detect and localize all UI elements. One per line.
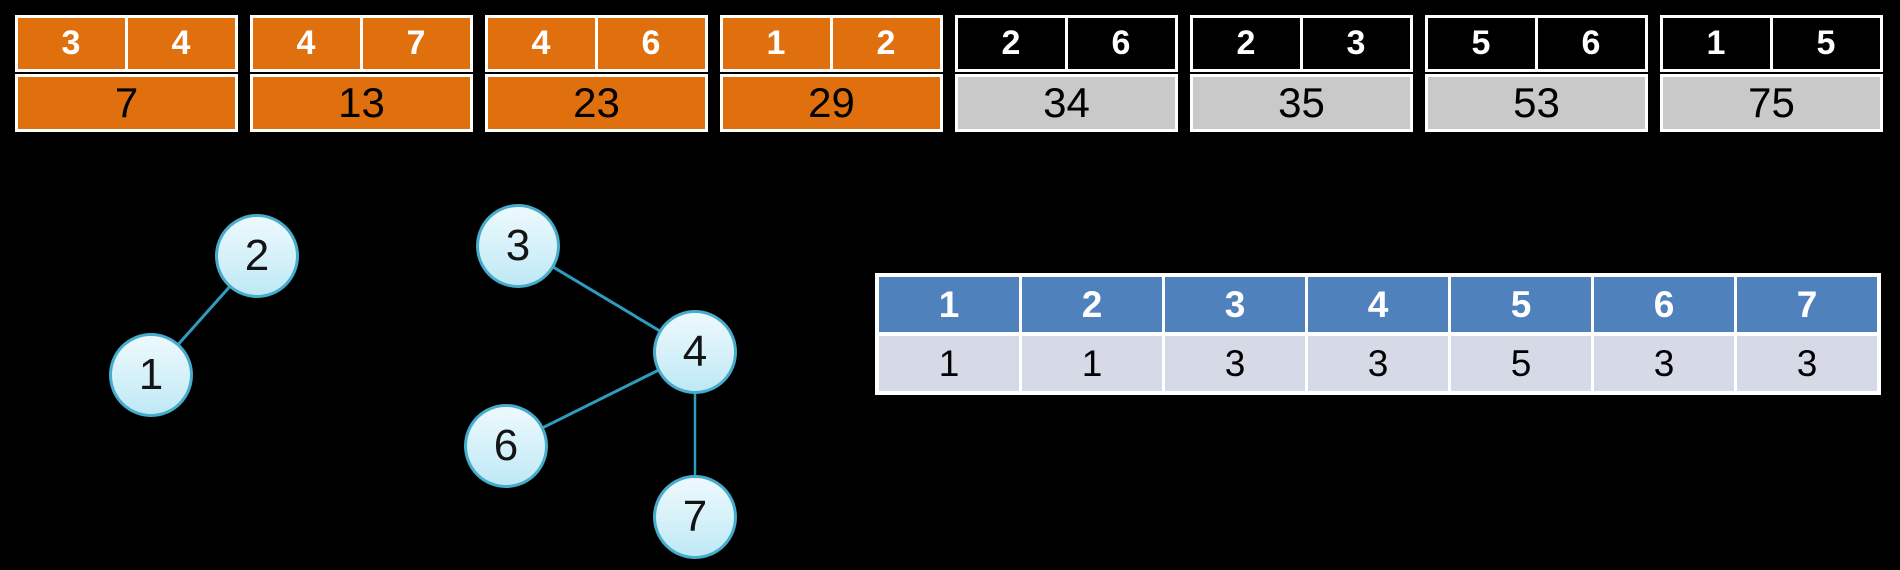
edge-endpoints: 2 6 bbox=[955, 15, 1178, 72]
edge-weight-row: 34 bbox=[955, 74, 1178, 132]
edge-endpoints: 2 3 bbox=[1190, 15, 1413, 72]
edge-card-2-6: 2 6 34 bbox=[955, 15, 1178, 132]
edge-weight: 34 bbox=[958, 77, 1175, 129]
edge-endpoint-v: 7 bbox=[363, 18, 470, 69]
edge-endpoint-v: 6 bbox=[598, 18, 705, 69]
parent-table-header-cell: 4 bbox=[1308, 277, 1448, 332]
edge-weight-row: 13 bbox=[250, 74, 473, 132]
edge-endpoint-u: 5 bbox=[1428, 18, 1535, 69]
graph-node-7: 7 bbox=[653, 475, 737, 559]
parent-table: 1 2 3 4 5 6 7 1 1 3 3 5 3 3 bbox=[875, 273, 1881, 395]
edge-endpoints: 4 6 bbox=[485, 15, 708, 72]
edge-weight: 29 bbox=[723, 77, 940, 129]
edge-card-4-7: 4 7 13 bbox=[250, 15, 473, 132]
graph-node-3: 3 bbox=[476, 204, 560, 288]
edge-weight: 23 bbox=[488, 77, 705, 129]
parent-table-value-cell: 3 bbox=[1594, 336, 1734, 391]
edge-endpoint-v: 4 bbox=[128, 18, 235, 69]
graph-node-6: 6 bbox=[464, 404, 548, 488]
parent-table-header-cell: 2 bbox=[1022, 277, 1162, 332]
edge-endpoint-u: 1 bbox=[723, 18, 830, 69]
parent-table-value-cell: 5 bbox=[1451, 336, 1591, 391]
edge-endpoint-v: 2 bbox=[833, 18, 940, 69]
parent-table-header-cell: 1 bbox=[879, 277, 1019, 332]
edge-endpoint-u: 4 bbox=[488, 18, 595, 69]
edge-endpoint-v: 6 bbox=[1068, 18, 1175, 69]
edge-endpoint-u: 4 bbox=[253, 18, 360, 69]
edge-endpoint-v: 6 bbox=[1538, 18, 1645, 69]
edge-weight-row: 75 bbox=[1660, 74, 1883, 132]
parent-table-header-cell: 6 bbox=[1594, 277, 1734, 332]
edge-weight-row: 29 bbox=[720, 74, 943, 132]
edge-weight-row: 53 bbox=[1425, 74, 1648, 132]
edge-card-5-6: 5 6 53 bbox=[1425, 15, 1648, 132]
parent-table-header-cell: 5 bbox=[1451, 277, 1591, 332]
edge-endpoint-v: 3 bbox=[1303, 18, 1410, 69]
edge-endpoints: 1 2 bbox=[720, 15, 943, 72]
edge-weight: 13 bbox=[253, 77, 470, 129]
edge-card-1-5: 1 5 75 bbox=[1660, 15, 1883, 132]
edge-endpoints: 1 5 bbox=[1660, 15, 1883, 72]
edge-weight-row: 7 bbox=[15, 74, 238, 132]
edge-card-1-2: 1 2 29 bbox=[720, 15, 943, 132]
edge-card-3-4: 3 4 7 bbox=[15, 15, 238, 132]
parent-table-value-cell: 3 bbox=[1165, 336, 1305, 391]
edge-endpoint-u: 3 bbox=[18, 18, 125, 69]
parent-table-value-cell: 1 bbox=[1022, 336, 1162, 391]
edge-endpoint-u: 2 bbox=[958, 18, 1065, 69]
edge-weight: 7 bbox=[18, 77, 235, 129]
parent-table-value-row: 1 1 3 3 5 3 3 bbox=[879, 336, 1877, 391]
edge-weight-row: 35 bbox=[1190, 74, 1413, 132]
edge-endpoints: 4 7 bbox=[250, 15, 473, 72]
graph-node-1: 1 bbox=[109, 333, 193, 417]
edge-endpoints: 5 6 bbox=[1425, 15, 1648, 72]
edge-endpoint-u: 2 bbox=[1193, 18, 1300, 69]
edge-card-2-3: 2 3 35 bbox=[1190, 15, 1413, 132]
parent-table-header-cell: 7 bbox=[1737, 277, 1877, 332]
parent-table-value-cell: 1 bbox=[879, 336, 1019, 391]
edge-weight: 75 bbox=[1663, 77, 1880, 129]
parent-table-header-cell: 3 bbox=[1165, 277, 1305, 332]
graph-node-4: 4 bbox=[653, 310, 737, 394]
edge-weight: 35 bbox=[1193, 77, 1410, 129]
edge-endpoint-u: 1 bbox=[1663, 18, 1770, 69]
edge-weight-row: 23 bbox=[485, 74, 708, 132]
edge-weight: 53 bbox=[1428, 77, 1645, 129]
edge-card-4-6: 4 6 23 bbox=[485, 15, 708, 132]
parent-table-value-cell: 3 bbox=[1308, 336, 1448, 391]
edge-endpoint-v: 5 bbox=[1773, 18, 1880, 69]
parent-table-value-cell: 3 bbox=[1737, 336, 1877, 391]
graph-node-2: 2 bbox=[215, 214, 299, 298]
edge-endpoints: 3 4 bbox=[15, 15, 238, 72]
parent-table-header-row: 1 2 3 4 5 6 7 bbox=[879, 277, 1877, 332]
